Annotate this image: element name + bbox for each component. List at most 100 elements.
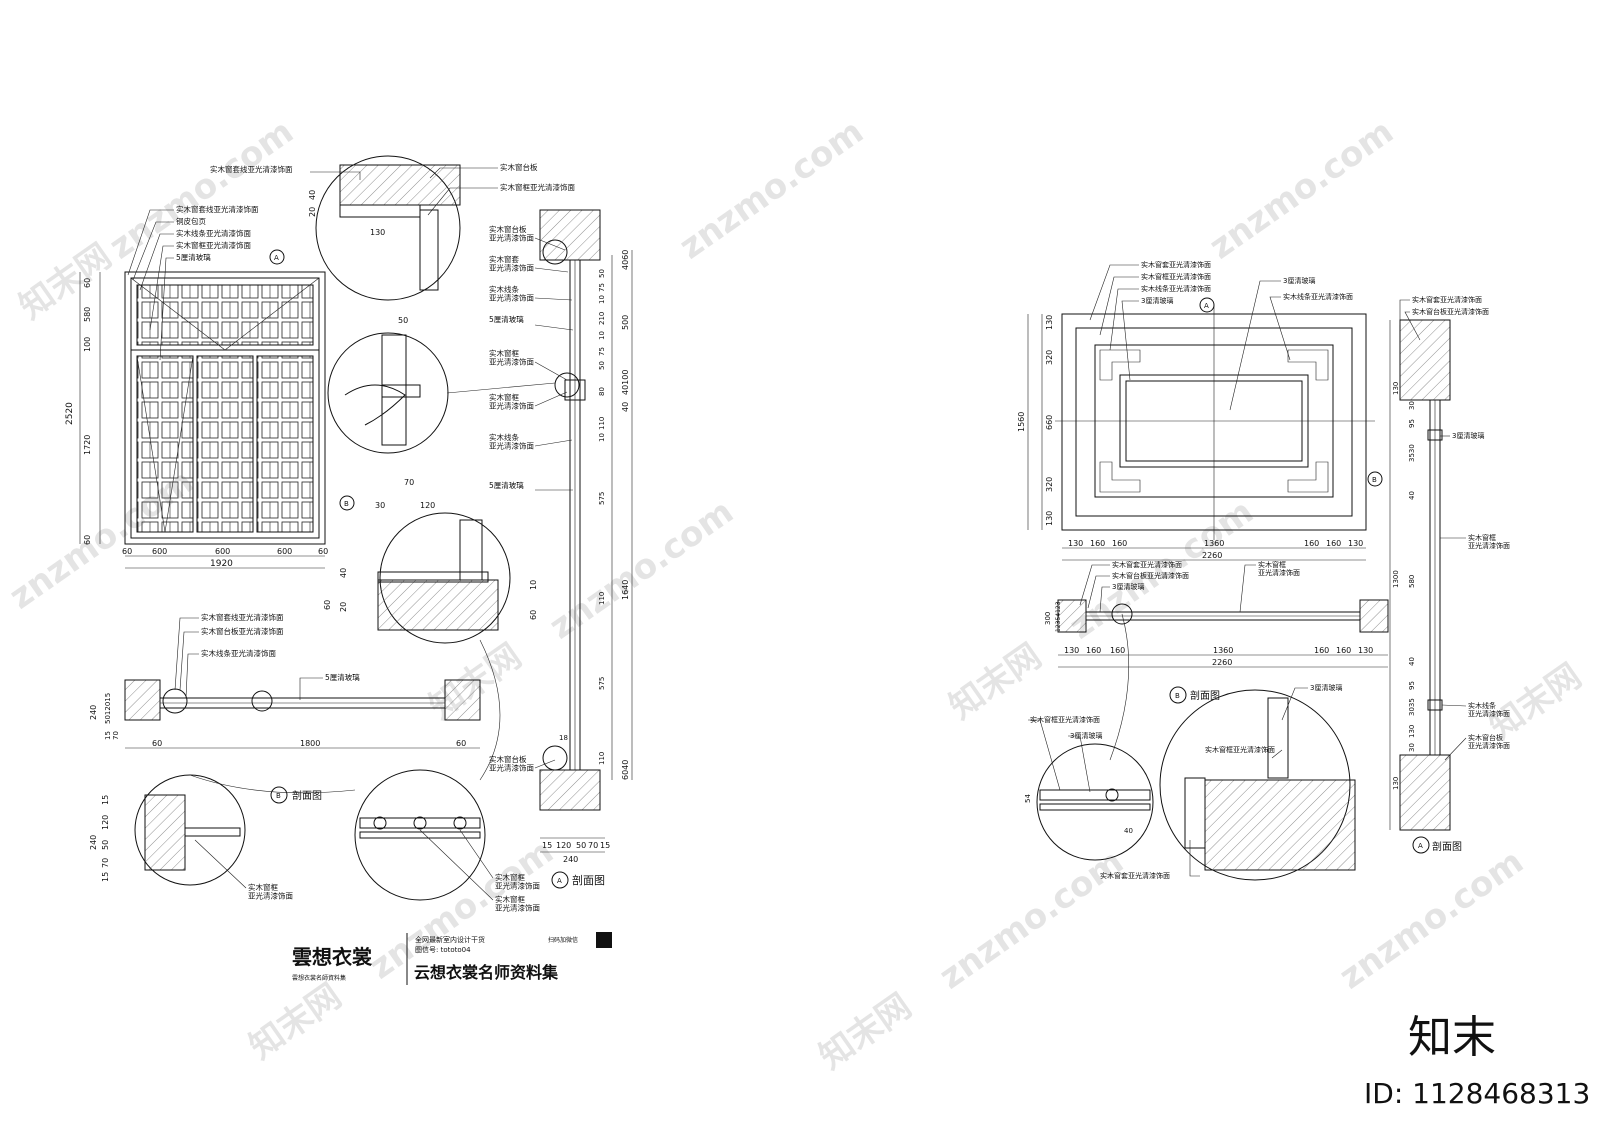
watermark-site-10: znzmo.com xyxy=(1062,492,1261,648)
left-elev-dim-l3: 100 xyxy=(83,337,92,352)
right-secA-dim-5: 40 xyxy=(1408,491,1416,500)
left-secA-marker-label: A xyxy=(557,877,562,885)
left-secA-label-2: 实木窗套亚光清漆饰面 xyxy=(489,254,534,273)
left-detail-mid-dim-2: 70 xyxy=(404,478,414,487)
right-secA-title: 剖面图 xyxy=(1432,840,1462,853)
left-elev-total-height: 2520 xyxy=(65,402,75,425)
watermark-id: ID: 1128468313 xyxy=(1364,1077,1590,1110)
left-elev-transom-lattice xyxy=(136,284,314,346)
watermark-site-5: znzmo.com xyxy=(542,492,741,648)
left-plan-label-1: 实木窗套线亚光清漆饰面 xyxy=(201,612,284,622)
right-elev-label-1: 实木窗套亚光清漆饰面 xyxy=(1141,260,1211,269)
left-secA-dim-r6: 6040 xyxy=(621,760,630,780)
left-bottom-label-1: 实木窗框亚光清漆饰面 xyxy=(248,882,293,901)
brand-qr-icon xyxy=(596,932,612,948)
right-plan-dim-1: 130 xyxy=(1064,646,1079,655)
right-detail-dim-1: 54 xyxy=(1024,794,1032,803)
right-section-a: 130 30 95 3530 40 580 1300 40 95 3035 13… xyxy=(1389,295,1510,854)
right-detail-label-5: 实木窗套亚光清漆饰面 xyxy=(1100,871,1170,880)
right-plan-total: 2260 xyxy=(1212,658,1232,667)
left-detail-top-dim-2: 20 xyxy=(308,207,317,217)
left-detail-low-dim-6: 10 xyxy=(529,580,538,590)
left-elev-label-5: 5厘清玻璃 xyxy=(176,252,211,262)
right-elev-label-5: 3厘清玻璃 xyxy=(1283,276,1315,285)
left-small-dim-4: 70 xyxy=(101,858,110,868)
brand-logo: 雲想衣裳 xyxy=(292,945,373,969)
right-plan-dim-6: 160 xyxy=(1336,646,1351,655)
left-secA-dim-i9: 110 xyxy=(598,417,606,430)
left-marker-a-top xyxy=(269,249,285,265)
left-elev-outer-frame xyxy=(124,271,326,545)
right-marker-a-top xyxy=(1199,297,1215,313)
right-detail-label-4: 实木窗框亚光清漆饰面 xyxy=(1205,745,1275,754)
right-detail-label-2: 3厘清玻璃 xyxy=(1070,731,1102,740)
right-plan-dim-7: 130 xyxy=(1358,646,1373,655)
watermark-site-11: znzmo.com xyxy=(1202,112,1401,268)
left-secA-dim-b2: 120 xyxy=(556,841,571,850)
right-secA-marker-label: A xyxy=(1418,842,1423,850)
left-elev-dim-l4: 1720 xyxy=(83,435,92,455)
left-plan-dim-1: 60 xyxy=(152,739,162,748)
right-marker-a-top-label: A xyxy=(1204,302,1209,310)
right-plan-dim-5: 160 xyxy=(1314,646,1329,655)
left-plan-dim-3: 60 xyxy=(456,739,466,748)
left-secA-dim-r4: 40 xyxy=(621,402,630,412)
brand-logo-sub: 雲想衣裳名師資料集 xyxy=(292,974,346,982)
left-marker-a-top-label: A xyxy=(274,254,279,262)
left-elev-dim-l5: 60 xyxy=(83,535,92,545)
brand-line-1: 全网最新室内设计干货 xyxy=(415,935,485,944)
left-elev-total-width: 1920 xyxy=(210,559,233,569)
left-detail-top-label-1: 实木窗套线亚光清漆饰面 xyxy=(210,164,293,174)
left-plan-dim-l3: 15 xyxy=(104,731,112,740)
right-plan-marker-label: B xyxy=(1175,692,1180,700)
right-elev-total-width: 2260 xyxy=(1202,551,1222,560)
right-secA-dim-1: 130 xyxy=(1392,382,1400,395)
left-secA-label-9: 实木窗台板亚光清漆饰面 xyxy=(489,754,534,773)
right-details: 54 40 实木窗框亚光清漆饰面 3厘清玻璃 3厘清玻璃 实木窗框亚光清漆饰面 … xyxy=(1024,613,1356,881)
right-secA-dim-11: 130 xyxy=(1408,725,1416,738)
left-secA-dim-b1: 15 xyxy=(542,841,552,850)
left-plan-label-3: 实木线条亚光清漆饰面 xyxy=(201,648,276,658)
right-secA-label-1: 实木窗套亚光清漆饰面 xyxy=(1412,295,1482,304)
left-secA-dim-i4: 210 xyxy=(598,312,606,325)
right-secA-dim-7: 1300 xyxy=(1392,570,1400,588)
right-secA-label-4: 实木窗框亚光清漆饰面 xyxy=(1468,533,1510,550)
left-elevation: 60 580 100 1720 60 2520 60 600 600 600 6… xyxy=(65,204,355,569)
right-secA-dim-9: 95 xyxy=(1408,681,1416,690)
left-plan-dim-2: 1800 xyxy=(300,739,320,748)
left-small-dim-3: 50 xyxy=(101,840,110,850)
left-detail-mid: 50 70 xyxy=(327,316,556,487)
right-plan-dim-2: 160 xyxy=(1086,646,1101,655)
left-secA-dim-b4: 70 xyxy=(588,841,598,850)
left-elev-sash-3 xyxy=(256,355,314,533)
left-secA-label-3: 实木线条亚光清漆饰面 xyxy=(489,284,534,303)
left-secA-label-4: 5厘清玻璃 xyxy=(489,314,524,324)
left-secA-dim-i15: 18 xyxy=(559,734,568,742)
right-elev-dim-l3: 660 xyxy=(1045,415,1054,430)
left-secA-dim-i7: 50 xyxy=(598,361,606,370)
left-secA-label-1: 实木窗台板亚光清漆饰面 xyxy=(489,224,534,243)
right-secA-label-3: 3厘清玻璃 xyxy=(1452,431,1484,440)
left-secA-dim-b5: 15 xyxy=(600,841,610,850)
right-elev-dim-l2: 320 xyxy=(1045,350,1054,365)
left-secA-label-5: 实木窗框亚光清漆饰面 xyxy=(489,348,534,367)
left-secA-dim-i8: 80 xyxy=(598,387,606,396)
left-secA-dim-b3: 50 xyxy=(576,841,586,850)
left-elev-sash-1 xyxy=(136,355,194,533)
right-marker-b-side xyxy=(1367,471,1383,487)
watermark-site-9: 知末网 xyxy=(942,636,1048,727)
right-secA-dim-8: 40 xyxy=(1408,657,1416,666)
right-secA-label-2: 实木窗台板亚光清漆饰面 xyxy=(1412,307,1489,316)
left-secA-dim-i1: 50 xyxy=(598,269,606,278)
left-secA-dim-i3: 10 xyxy=(598,295,606,304)
right-secA-marker xyxy=(1412,836,1430,854)
left-secA-dim-i2: 75 xyxy=(598,283,606,292)
left-secA-dim-i13: 575 xyxy=(598,677,606,690)
branding-block: 雲想衣裳 雲想衣裳名師資料集 全网最新室内设计干货 图信号: tototo04 … xyxy=(292,932,612,985)
left-bottom-label-3: 实木窗框亚光清漆饰面 xyxy=(495,894,540,913)
left-small-dim-6: 240 xyxy=(89,835,98,850)
left-secA-dim-i12: 110 xyxy=(598,592,606,605)
left-detail-low-dim-1: 30 xyxy=(375,501,385,510)
left-secA-label-8: 5厘清玻璃 xyxy=(489,480,524,490)
